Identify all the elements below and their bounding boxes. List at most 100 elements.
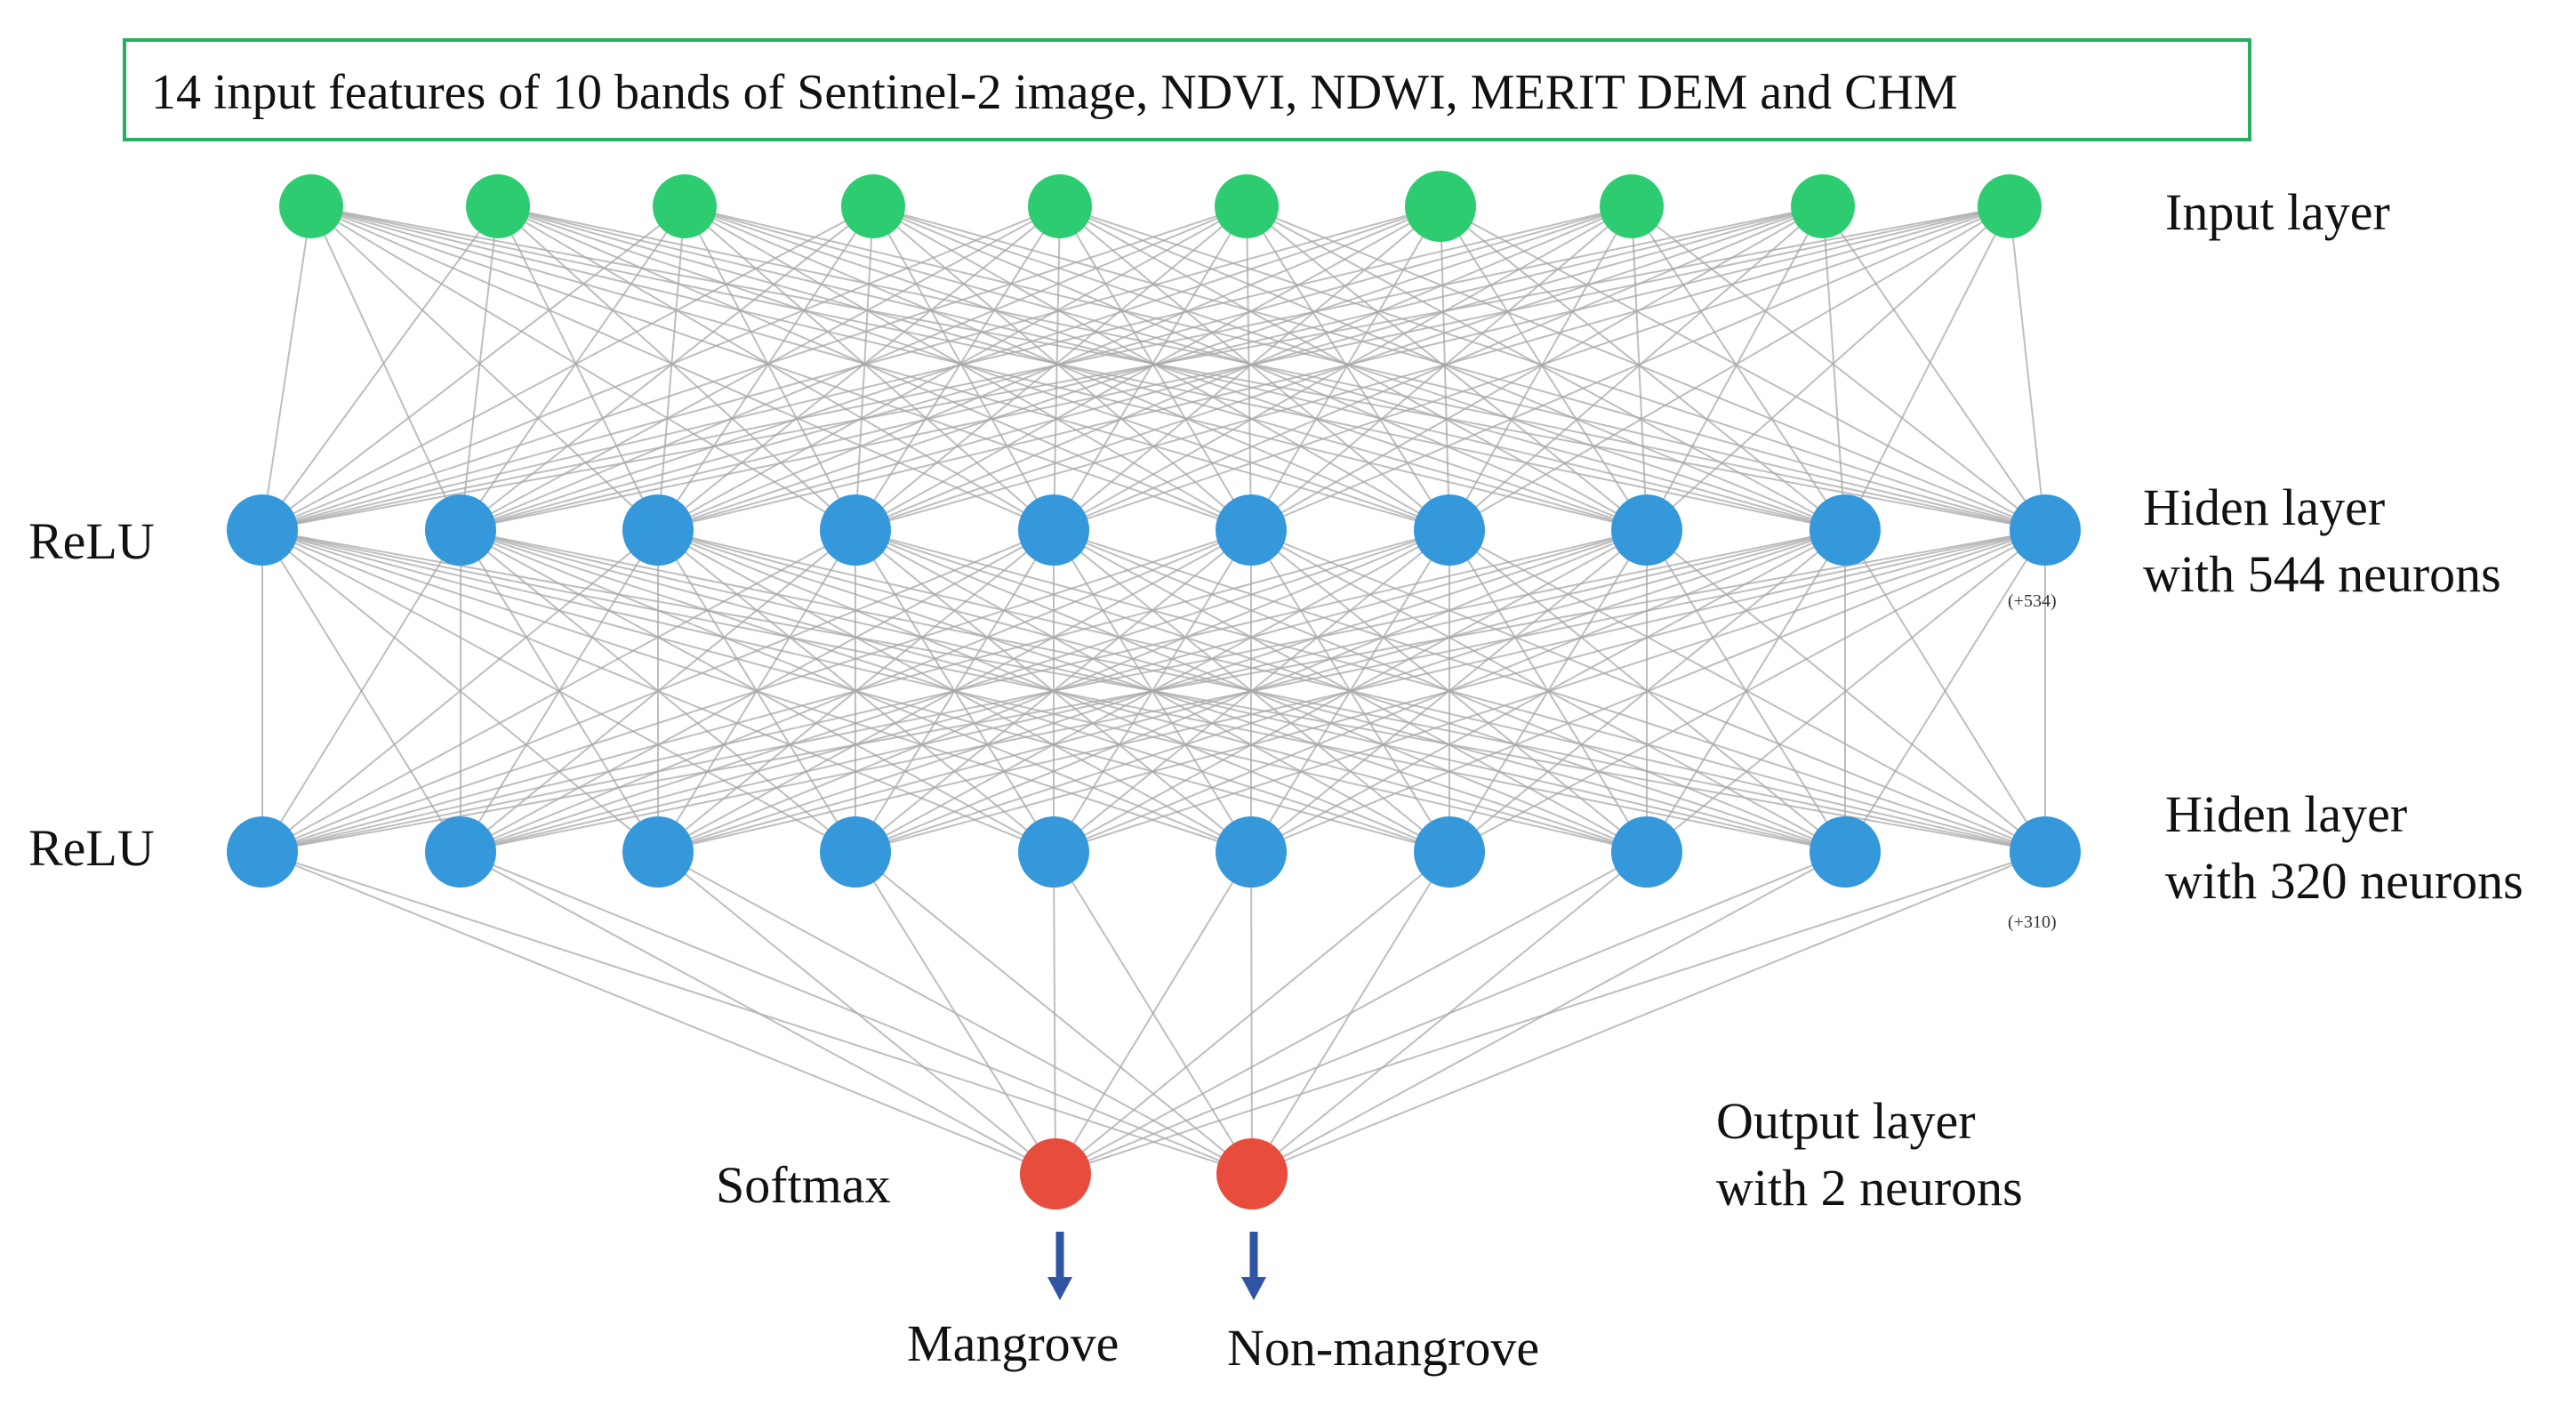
edge-input-4-to-hidden1-2	[460, 205, 874, 531]
edge-input-8-to-hidden1-6	[1250, 205, 1633, 531]
edge-hidden1-10-to-hidden2-1	[261, 529, 2046, 853]
output-node-1	[1020, 1138, 1091, 1209]
neuron-nodes	[227, 171, 2081, 1209]
edge-hidden2-10-to-output-1	[1055, 851, 2046, 1175]
edge-hidden1-6-to-hidden2-1	[261, 529, 1252, 853]
hidden2-node-3	[622, 816, 694, 888]
input-node-6	[1215, 174, 1279, 238]
edge-input-1-to-hidden1-10	[310, 205, 2046, 531]
edge-input-2-to-hidden1-4	[497, 205, 856, 531]
edge-input-9-to-hidden1-10	[1822, 205, 2046, 531]
hidden1-node-1	[227, 494, 298, 566]
edge-input-3-to-hidden1-3	[657, 205, 686, 531]
edge-input-3-to-hidden1-4	[684, 205, 856, 531]
edge-hidden1-3-to-hidden2-1	[261, 529, 659, 853]
header-box	[123, 38, 2251, 141]
input-node-2	[466, 174, 530, 238]
edge-input-5-to-hidden1-8	[1059, 205, 1648, 531]
edge-input-2-to-hidden1-10	[497, 205, 2046, 531]
edge-hidden2-2-to-output-1	[460, 851, 1056, 1175]
edge-input-2-to-hidden1-2	[460, 205, 499, 531]
edge-input-3-to-hidden1-9	[684, 205, 1846, 531]
edge-input-6-to-hidden1-7	[1246, 205, 1450, 531]
output-label-line2: with 2 neurons	[1716, 1159, 2023, 1217]
hidden2-node-5	[1018, 816, 1089, 888]
hidden2-extra-note: (+310)	[2008, 912, 2057, 932]
edge-input-1-to-hidden1-8	[310, 205, 1648, 531]
edge-input-6-to-hidden1-9	[1246, 205, 1846, 531]
edge-input-4-to-hidden1-7	[872, 205, 1450, 531]
edge-input-4-to-hidden1-6	[872, 205, 1252, 531]
edge-input-2-to-hidden1-8	[497, 205, 1648, 531]
edge-input-5-to-hidden1-2	[460, 205, 1061, 531]
edge-hidden2-9-to-output-1	[1055, 851, 1846, 1175]
edge-input-4-to-hidden1-3	[657, 205, 874, 531]
edge-hidden1-10-to-hidden2-5	[1053, 529, 2046, 853]
output-activation-label: Softmax	[716, 1156, 891, 1214]
edge-input-6-to-hidden1-1	[261, 205, 1248, 531]
edge-input-9-to-hidden1-6	[1250, 205, 1824, 531]
input-layer-label: Input layer	[2165, 183, 2390, 241]
edge-input-5-to-hidden1-6	[1059, 205, 1252, 531]
edge-input-9-to-hidden1-3	[657, 205, 1824, 531]
edge-input-9-to-hidden1-7	[1448, 205, 1824, 531]
edge-input-2-to-hidden1-1	[261, 205, 499, 531]
hidden2-node-1	[227, 816, 298, 888]
edge-input-4-to-hidden1-1	[261, 205, 874, 531]
input-node-7	[1405, 171, 1476, 242]
edge-input-7-to-hidden1-5	[1053, 205, 1441, 531]
edge-input-5-to-hidden1-3	[657, 205, 1061, 531]
edge-hidden1-7-to-hidden2-1	[261, 529, 1450, 853]
edge-input-6-to-hidden1-10	[1246, 205, 2046, 531]
edge-hidden2-7-to-output-1	[1055, 851, 1450, 1175]
output-label-line1: Output layer	[1716, 1092, 1976, 1150]
edge-input-8-to-hidden1-8	[1631, 205, 1648, 531]
edge-hidden2-3-to-output-1	[657, 851, 1056, 1175]
hidden2-activation-label: ReLU	[28, 819, 155, 877]
edge-input-3-to-hidden1-10	[684, 205, 2046, 531]
edge-input-3-to-hidden1-2	[460, 205, 686, 531]
hidden1-node-6	[1216, 494, 1287, 566]
edge-input-4-to-hidden1-9	[872, 205, 1846, 531]
edge-input-5-to-hidden1-1	[261, 205, 1061, 531]
hidden2-node-6	[1216, 816, 1287, 888]
edge-input-8-to-hidden1-10	[1631, 205, 2046, 531]
edge-input-1-to-hidden1-4	[310, 205, 856, 531]
hidden1-node-10	[2010, 494, 2081, 566]
edge-input-1-to-hidden1-1	[261, 205, 312, 531]
edge-hidden1-10-to-hidden2-2	[460, 529, 2046, 853]
edge-input-1-to-hidden1-5	[310, 205, 1055, 531]
edge-input-10-to-hidden1-6	[1250, 205, 2010, 531]
edge-input-3-to-hidden1-6	[684, 205, 1252, 531]
edge-input-6-to-hidden1-8	[1246, 205, 1648, 531]
hidden1-activation-label: ReLU	[28, 512, 155, 570]
edge-input-10-to-hidden1-10	[2009, 205, 2046, 531]
hidden1-node-9	[1810, 494, 1881, 566]
edge-hidden1-10-to-hidden2-8	[1646, 529, 2046, 853]
hidden1-node-4	[820, 494, 891, 566]
edge-input-2-to-hidden1-3	[497, 205, 659, 531]
edge-input-9-to-hidden1-2	[460, 205, 1824, 531]
edge-input-4-to-hidden1-5	[872, 205, 1055, 531]
edge-input-10-to-hidden1-8	[1646, 205, 2010, 531]
non-mangrove-label: Non-mangrove	[1227, 1319, 1539, 1377]
edge-input-1-to-hidden1-2	[310, 205, 461, 531]
edge-input-5-to-hidden1-5	[1053, 205, 1061, 531]
edge-input-8-to-hidden1-9	[1631, 205, 1846, 531]
edge-hidden1-10-to-hidden2-9	[1844, 529, 2046, 853]
edge-input-9-to-hidden1-8	[1646, 205, 1824, 531]
hidden2-node-7	[1414, 816, 1485, 888]
hidden1-node-5	[1018, 494, 1089, 566]
edge-hidden2-4-to-output-1	[855, 851, 1056, 1175]
edge-input-3-to-hidden1-1	[261, 205, 686, 531]
edge-input-10-to-hidden1-4	[855, 205, 2010, 531]
edge-input-1-to-hidden1-9	[310, 205, 1846, 531]
edge-input-10-to-hidden1-9	[1844, 205, 2010, 531]
input-node-10	[1978, 174, 2042, 238]
edge-input-9-to-hidden1-4	[855, 205, 1824, 531]
edge-input-9-to-hidden1-1	[261, 205, 1824, 531]
non-mangrove-arrow	[1241, 1232, 1266, 1300]
input-node-5	[1028, 174, 1092, 238]
edge-input-3-to-hidden1-5	[684, 205, 1055, 531]
